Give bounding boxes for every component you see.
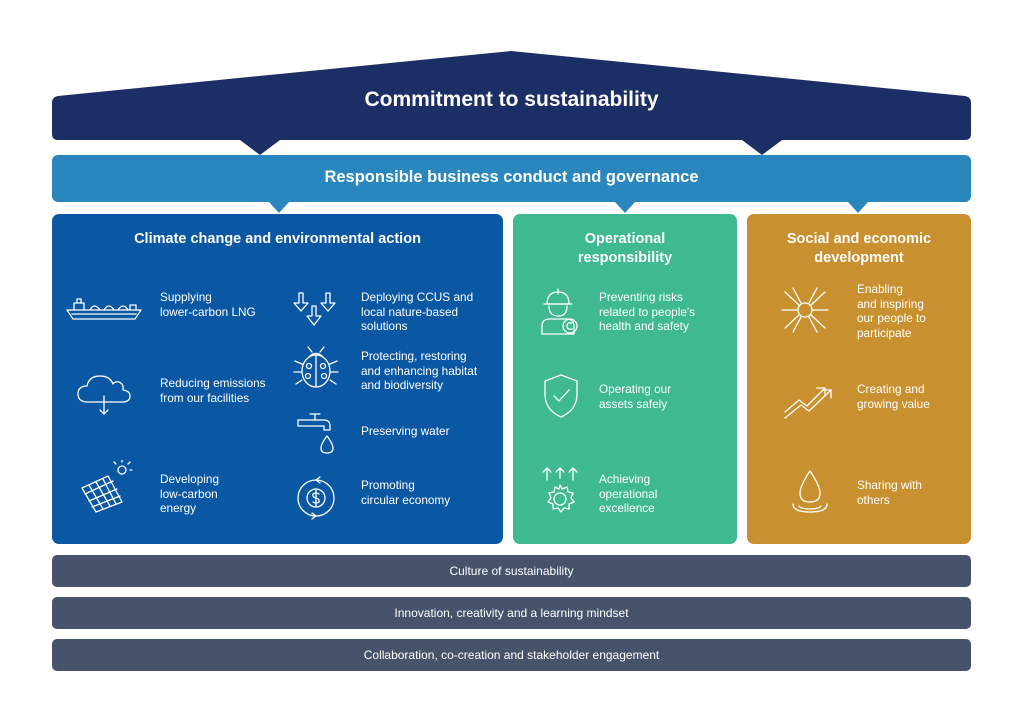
item-ccus-label: Deploying CCUS and local nature-based so… [361, 290, 474, 333]
item-circular-label: Promoting circular economy [361, 478, 451, 507]
cloud-download-icon [77, 375, 131, 415]
growth-arrow-icon [784, 387, 832, 419]
pillar-climate: Climate change and environmental action … [52, 214, 503, 544]
shield-check-icon [544, 374, 578, 418]
pillar-social: Social and economic development Enabling… [747, 214, 971, 544]
hard-hat-worker-icon [541, 288, 578, 335]
item-people-safety-label: Preventing risks related to people's hea… [599, 290, 696, 333]
roof-shape [52, 51, 971, 155]
pillar-social-title: Social and economic development [786, 231, 932, 266]
foundation-innovation: Innovation, creativity and a learning mi… [52, 597, 971, 629]
joined-hands-icon [781, 287, 829, 333]
item-assets-label: Operating our assets safely [599, 382, 672, 411]
item-solar-label: Developing low-carbon energy [160, 472, 220, 515]
item-biodiversity-label: Protecting, restoring and enhancing habi… [361, 349, 478, 392]
pillar-operational: Operational responsibility Preventing ri… [513, 214, 737, 544]
governance-notch-operational [615, 202, 635, 213]
circular-economy-icon [297, 476, 335, 520]
item-excellence-label: Achieving operational excellence [599, 472, 658, 515]
governance-notch-climate [269, 202, 289, 213]
governance-notch-social [848, 202, 868, 213]
item-people-label: Enabling and inspiring our people to par… [857, 282, 926, 340]
lng-ship-icon [66, 298, 142, 320]
solar-panel-icon [81, 460, 133, 513]
gear-arrows-icon [542, 467, 578, 513]
item-sharing-label: Sharing with others [857, 478, 922, 507]
pillar-climate-title: Climate change and environmental action [134, 231, 421, 247]
water-tap-icon [297, 413, 334, 454]
governance-title: Responsible business conduct and governa… [324, 168, 699, 186]
item-emissions-label: Reducing emissions from our facilities [160, 376, 266, 405]
foundation-culture: Culture of sustainability [52, 555, 971, 587]
pillar-operational-title: Operational responsibility [577, 231, 673, 266]
item-water-label: Preserving water [361, 424, 450, 438]
page-title: Commitment to sustainability [364, 88, 659, 111]
ccus-arrows-icon [293, 292, 336, 326]
ladybug-icon [293, 346, 339, 388]
item-lng-label: Supplying lower-carbon LNG [160, 290, 256, 319]
governance-band [52, 155, 971, 202]
water-drop-icon [792, 470, 828, 513]
item-value-label: Creating and growing value [857, 382, 930, 411]
foundation-collaboration: Collaboration, co-creation and stakehold… [52, 639, 971, 671]
